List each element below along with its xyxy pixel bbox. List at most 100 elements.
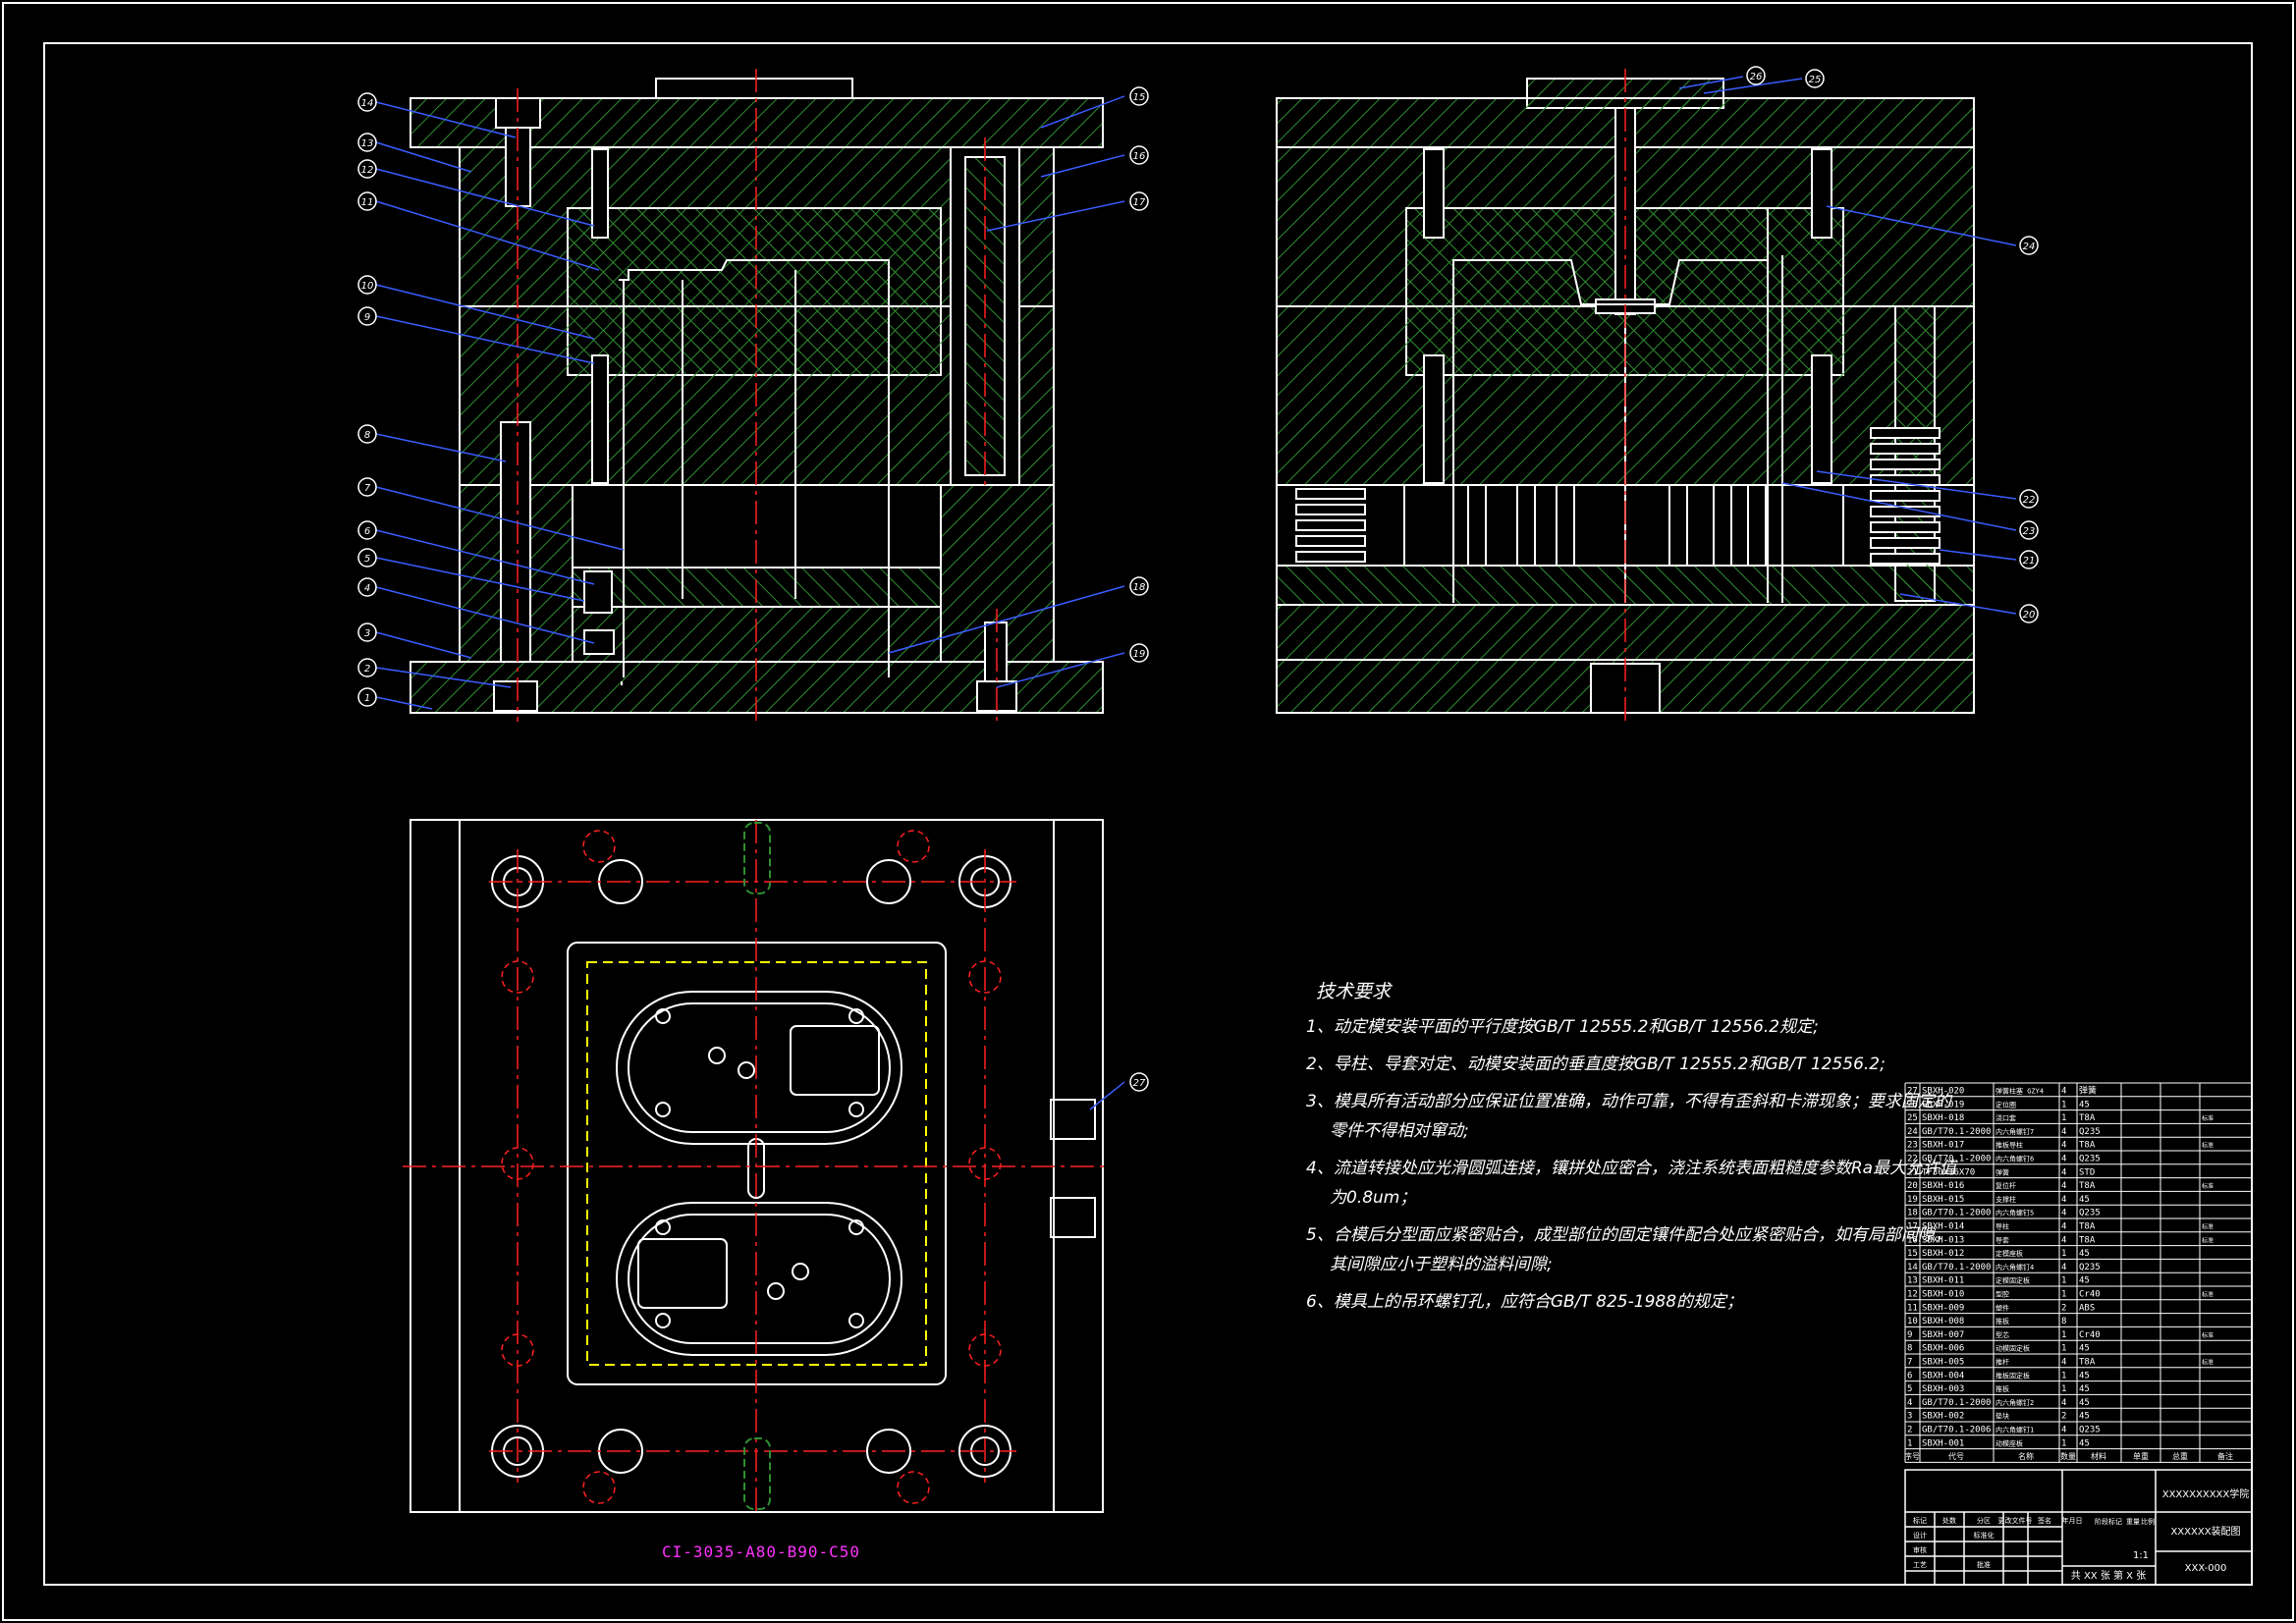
bom-cell: 45 bbox=[2079, 1195, 2090, 1205]
bom-cell: SBXH-006 bbox=[1922, 1344, 1964, 1354]
bom-cell: 14 bbox=[1907, 1263, 1918, 1272]
bom-cell: 导套 bbox=[1995, 1235, 2009, 1244]
bom-cell: SBXH-002 bbox=[1922, 1412, 1964, 1422]
bom-cell: GB/T70.1-2006 bbox=[1922, 1426, 1991, 1435]
balloon-circle bbox=[1746, 66, 1766, 85]
balloon-label: 1 bbox=[364, 693, 370, 704]
bom-cell: 备注 bbox=[2217, 1451, 2233, 1461]
balloon-circle bbox=[1129, 1072, 1149, 1092]
title-block-label: 签名 bbox=[2038, 1516, 2051, 1525]
bom-cell: 内六角螺钉6 bbox=[1995, 1155, 2034, 1163]
bom-cell: 数量 bbox=[2060, 1451, 2076, 1461]
bom-cell: 单重 bbox=[2133, 1451, 2149, 1461]
inner-frame bbox=[43, 42, 2253, 1586]
tech-req-text: 3、模具所有活动部分应保证位置准确，动作可靠，不得有歪斜和卡滞现象；要求固定的 bbox=[1306, 1092, 1951, 1111]
bom-cell: 4 bbox=[2061, 1235, 2066, 1245]
bom-cell: 1 bbox=[2061, 1113, 2066, 1123]
bom-cell: 4 bbox=[2061, 1195, 2066, 1205]
drawing-name: XXXXXX装配图 bbox=[2170, 1525, 2240, 1538]
bom-cell: 4 bbox=[2061, 1141, 2066, 1151]
balloon-label: 13 bbox=[361, 138, 374, 149]
bom-cell: 45 bbox=[2079, 1371, 2090, 1380]
balloon-circle bbox=[357, 658, 377, 677]
bom-cell: 45 bbox=[2079, 1344, 2090, 1354]
bom-cell: 标准 bbox=[2202, 1236, 2214, 1244]
tech-req-item: 4、流道转接处应光滑圆弧连接，镶拼处应密合，浇注系统表面粗糙度参数Ra最大允许值… bbox=[1306, 1159, 1956, 1208]
bom-cell: 10 bbox=[1907, 1317, 1918, 1326]
bom-cell: 标准 bbox=[2202, 1223, 2214, 1231]
plan-guide-slots bbox=[743, 822, 771, 1510]
bom-cell: 内六角螺钉2 bbox=[1995, 1398, 2034, 1407]
bom-cell: 材料 bbox=[2091, 1451, 2106, 1461]
bom-cell: GB/T70.1-2000 bbox=[1922, 1398, 1991, 1408]
bom-cell: 4 bbox=[2061, 1426, 2066, 1435]
bom-cell: 3 bbox=[1907, 1412, 1912, 1422]
bom-cell: SBXH-005 bbox=[1922, 1358, 1964, 1368]
tech-req-item: 1、动定模安装平面的平行度按GB/T 12555.2和GB/T 12556.2规… bbox=[1306, 1017, 1956, 1037]
bom-cell: 代号 bbox=[1948, 1451, 1964, 1461]
balloon-label: 17 bbox=[1133, 197, 1146, 208]
bom-cell: SBXH-001 bbox=[1922, 1438, 1964, 1448]
balloon-label: 6 bbox=[364, 526, 370, 537]
balloon-circle bbox=[357, 306, 377, 326]
bom-cell: SBXH-016 bbox=[1922, 1181, 1964, 1191]
balloon-circle bbox=[357, 520, 377, 540]
bom-cell: Q235 bbox=[2079, 1209, 2101, 1218]
sheet-count: 共 XX 张 第 X 张 bbox=[2071, 1569, 2146, 1582]
balloon-label: 16 bbox=[1133, 151, 1146, 162]
title-block-text: XXXXXXXXXX学院 XXXXXX装配图 XXX-000 共 XX 张 第 … bbox=[2071, 1488, 2249, 1582]
bom-cell: 标准 bbox=[2202, 1291, 2214, 1299]
bom-cell: 导柱 bbox=[1995, 1222, 2009, 1231]
balloon-label: 24 bbox=[2023, 242, 2036, 252]
bom-cell: 标准 bbox=[2202, 1182, 2214, 1190]
bom-cell: 复位杆 bbox=[1995, 1181, 2016, 1190]
title-block-label: 标准化 bbox=[1974, 1531, 1995, 1540]
bom-cell: TF30X16X70 bbox=[1922, 1167, 1975, 1177]
bom-cell: SBXH-008 bbox=[1922, 1317, 1964, 1326]
bom-cell: 21 bbox=[1907, 1167, 1918, 1177]
bom-cell: 4 bbox=[2061, 1263, 2066, 1272]
bom-cell: 45 bbox=[2079, 1276, 2090, 1286]
bom-cell: 1 bbox=[2061, 1344, 2066, 1354]
bom-cell: 名称 bbox=[2018, 1451, 2034, 1461]
bom-cell: 45 bbox=[2079, 1398, 2090, 1408]
bom-cell: Q235 bbox=[2079, 1155, 2101, 1164]
bom-cell: 15 bbox=[1907, 1249, 1918, 1259]
title-block-label: 工艺 bbox=[1913, 1561, 1927, 1569]
bom-cell: 1 bbox=[2061, 1371, 2066, 1380]
tech-req-list: 1、动定模安装平面的平行度按GB/T 12555.2和GB/T 12556.2规… bbox=[1306, 1017, 1956, 1312]
balloon-label: 10 bbox=[361, 281, 374, 292]
bom-cell: 1 bbox=[2061, 1100, 2066, 1109]
balloon-circle bbox=[357, 548, 377, 568]
tech-req-text: 5、合模后分型面应紧密贴合，成型部位的固定镶件配合处应紧密贴合，如有局部间隙， bbox=[1306, 1225, 1951, 1245]
title-block-label: 处数 bbox=[1942, 1516, 1956, 1525]
balloon-label: 26 bbox=[1750, 72, 1763, 82]
balloon-circle bbox=[1805, 69, 1825, 88]
tech-req-item: 3、模具所有活动部分应保证位置准确，动作可靠，不得有歪斜和卡滞现象；要求固定的零… bbox=[1306, 1092, 1956, 1141]
balloon-circle bbox=[357, 424, 377, 444]
bom-cell: 1 bbox=[2061, 1276, 2066, 1286]
bom-cell: SBXH-019 bbox=[1922, 1100, 1964, 1109]
title-block bbox=[1904, 1469, 2253, 1586]
tech-req-cont: 其间隙应小于塑料的溢料间隙; bbox=[1330, 1255, 1553, 1274]
scale: 1:1 bbox=[2133, 1550, 2149, 1561]
bom-cell: 18 bbox=[1907, 1209, 1918, 1218]
balloon-circle bbox=[1129, 145, 1149, 165]
bom-cell: 6 bbox=[1907, 1371, 1912, 1380]
balloon-label: 25 bbox=[1809, 75, 1822, 85]
bom-cell: 19 bbox=[1907, 1195, 1918, 1205]
tech-req-item: 6、模具上的吊环螺钉孔，应符合GB/T 825-1988的规定； bbox=[1306, 1292, 1956, 1312]
bom-cell: 4 bbox=[2061, 1222, 2066, 1232]
drawing-number: XXX-000 bbox=[2185, 1563, 2227, 1574]
bom-cell: 22 bbox=[1907, 1155, 1918, 1164]
bom-cell: 4 bbox=[1907, 1398, 1912, 1408]
bom-cell: 8 bbox=[1907, 1344, 1912, 1354]
title-block-label: 批准 bbox=[1977, 1560, 1991, 1569]
bom-cell: 4 bbox=[2061, 1209, 2066, 1218]
balloon-circle bbox=[2019, 550, 2039, 569]
bom-cell: 1 bbox=[1907, 1438, 1912, 1448]
bom-cell: 垫块 bbox=[1995, 1412, 2009, 1421]
bom-cell: 标准 bbox=[2202, 1359, 2214, 1367]
